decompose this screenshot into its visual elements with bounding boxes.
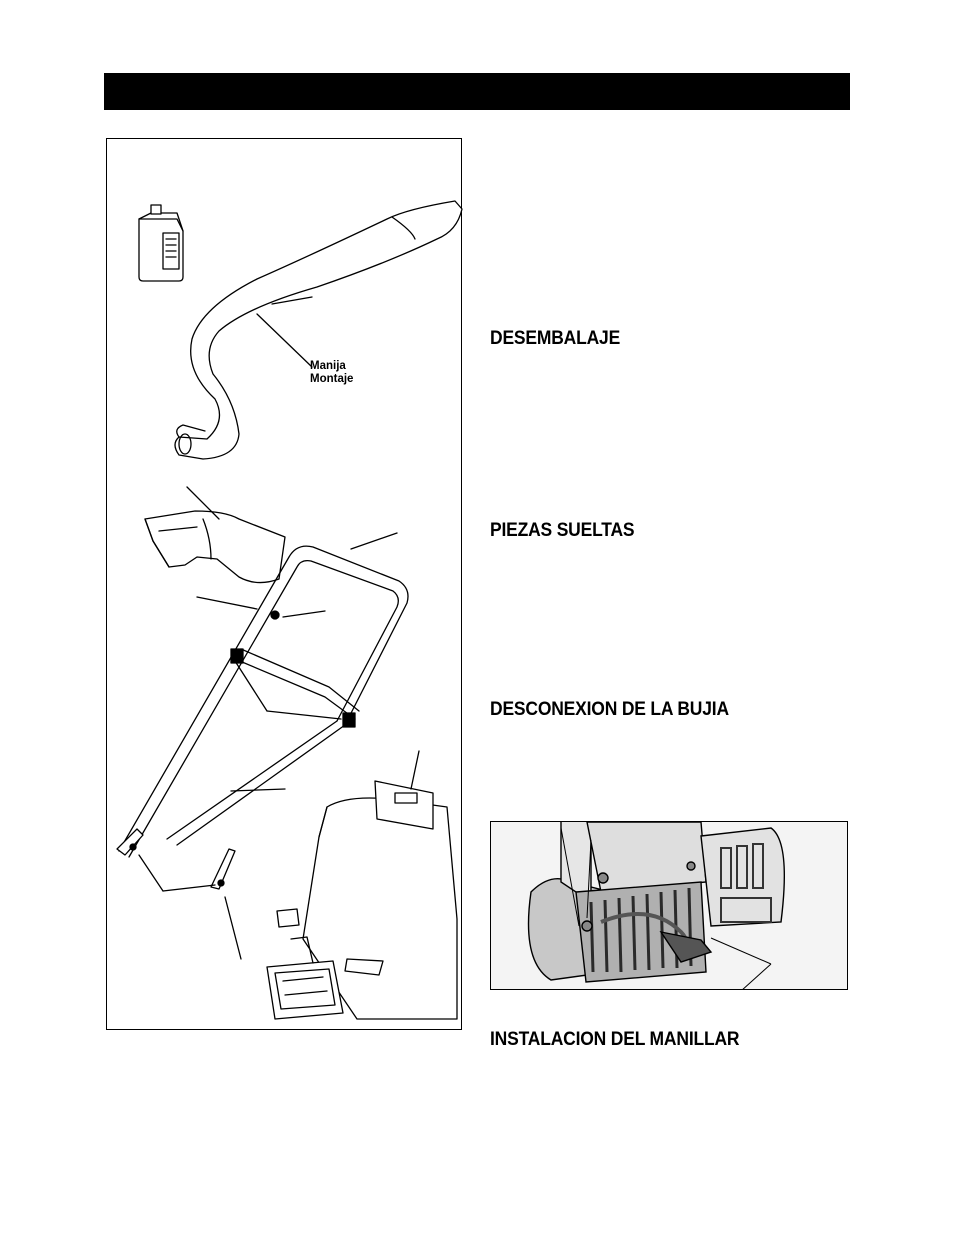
oil-bottle-icon [138,204,184,282]
handle-assembly-tube [174,200,463,460]
heading-instalacion-manillar: INSTALACION DEL MANILLAR [490,1029,740,1050]
parts-drawing [116,200,463,1020]
callout-line-1: Manija [310,360,346,372]
heading-desconexion-bujia: DESCONEXION DE LA BUJIA [490,699,729,720]
heading-piezas-sueltas: PIEZAS SUELTAS [490,520,635,541]
grass-chute [144,486,286,584]
spark-plug-photo [490,821,848,990]
engine-drawing [491,822,847,989]
lower-handle [116,532,409,960]
parts-illustration-panel: Manija Montaje [106,138,463,1030]
handle-assembly-label: Manija Montaje [310,360,353,386]
grass-bag [266,750,458,1020]
heading-desembalaje: DESEMBALAJE [490,328,621,349]
header-bar [104,73,850,110]
callout-line-2: Montaje [310,373,354,385]
